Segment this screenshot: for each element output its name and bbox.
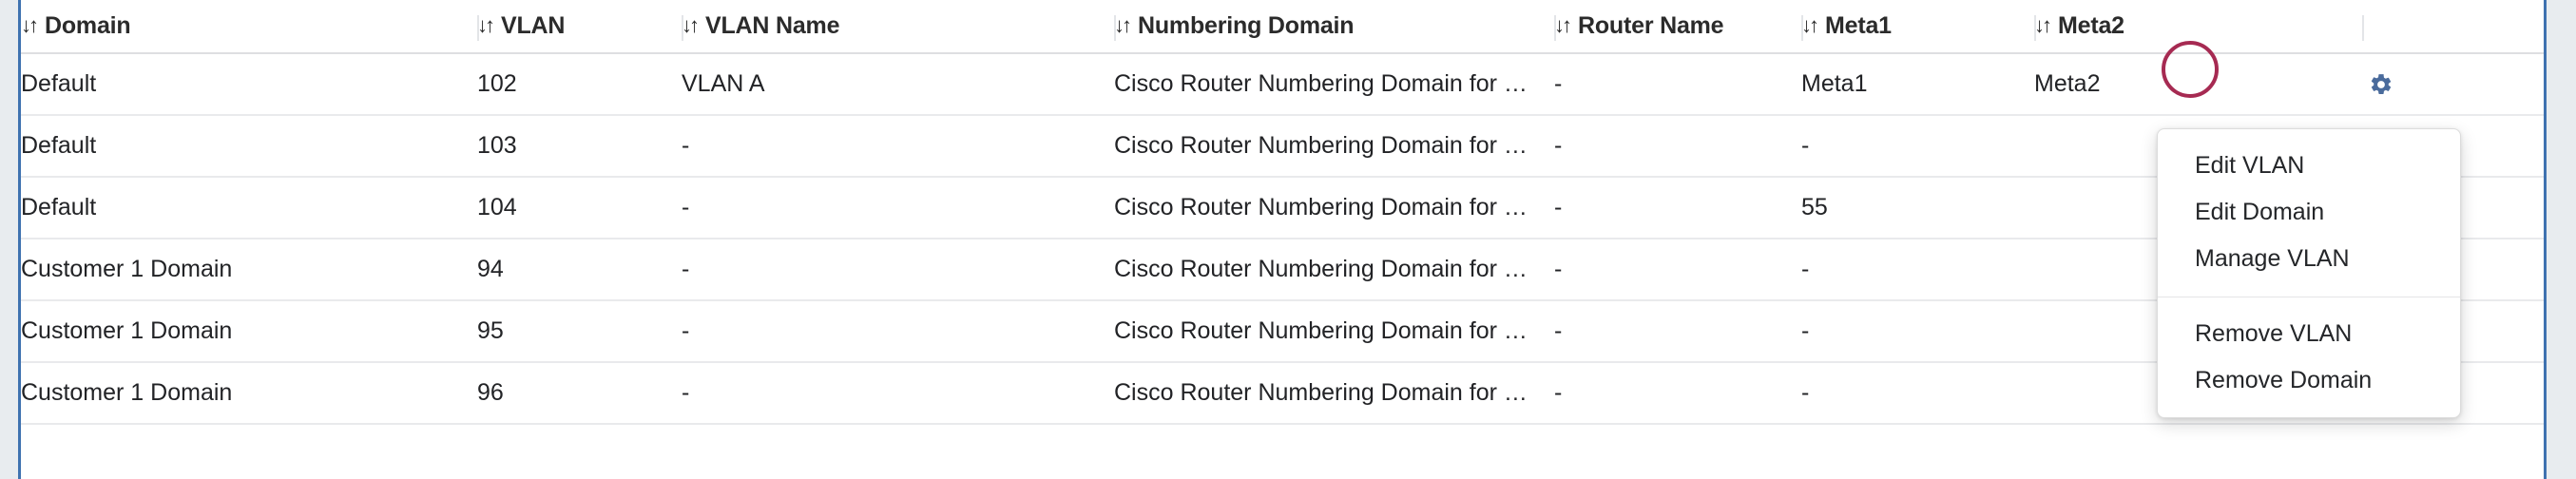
cell-vlan-name: -	[682, 300, 1114, 363]
sort-updown-icon[interactable]: ↓↑	[2034, 13, 2052, 37]
sort-updown-icon[interactable]: ↓↑	[1554, 13, 1572, 37]
cell-vlan: 94	[477, 239, 682, 301]
cell-meta2: Meta2	[2034, 53, 2362, 116]
column-header-label: Router Name	[1578, 12, 1724, 39]
menu-item-remove-vlan[interactable]: Remove VLAN	[2195, 320, 2353, 347]
cell-domain: Customer 1 Domain	[21, 362, 477, 425]
cell-meta1: 55	[1801, 177, 2034, 240]
cell-router-name: -	[1554, 239, 1801, 301]
cell-domain: Customer 1 Domain	[21, 239, 477, 301]
cell-domain: Customer 1 Domain	[21, 300, 477, 363]
cell-numbering-domain: Cisco Router Numbering Domain for …	[1114, 362, 1554, 425]
cell-vlan-name: -	[682, 362, 1114, 425]
cell-actions	[2362, 53, 2544, 116]
cell-vlan: 103	[477, 115, 682, 178]
menu-item-manage-vlan[interactable]: Manage VLAN	[2195, 245, 2350, 272]
column-header-vlan[interactable]: ↓↑VLAN	[477, 0, 682, 53]
cell-router-name: -	[1554, 115, 1801, 178]
menu-item-remove-domain[interactable]: Remove Domain	[2195, 367, 2373, 393]
cell-meta1: -	[1801, 300, 2034, 363]
cell-vlan-name: -	[682, 239, 1114, 301]
menu-item-edit-vlan[interactable]: Edit VLAN	[2195, 152, 2305, 179]
cell-vlan-name: -	[682, 115, 1114, 178]
cell-vlan: 104	[477, 177, 682, 240]
menu-item-edit-domain[interactable]: Edit Domain	[2195, 199, 2325, 225]
cell-vlan: 96	[477, 362, 682, 425]
column-header-domain[interactable]: ↓↑Domain	[21, 0, 477, 53]
column-header-meta2[interactable]: ↓↑Meta2	[2034, 0, 2362, 53]
cell-numbering-domain: Cisco Router Numbering Domain for …	[1114, 239, 1554, 301]
cell-meta1: Meta1	[1801, 53, 2034, 116]
column-header-label: VLAN	[501, 12, 566, 39]
cell-vlan-name: -	[682, 177, 1114, 240]
column-header-actions	[2362, 0, 2544, 53]
sort-updown-icon[interactable]: ↓↑	[477, 13, 495, 37]
cell-meta1: -	[1801, 115, 2034, 178]
cell-meta1: -	[1801, 362, 2034, 425]
cell-numbering-domain: Cisco Router Numbering Domain for …	[1114, 53, 1554, 116]
cell-domain: Default	[21, 177, 477, 240]
cell-vlan: 95	[477, 300, 682, 363]
table-header-row: ↓↑Domain ↓↑VLAN ↓↑VLAN Name ↓↑Numbering …	[21, 0, 2544, 53]
cell-router-name: -	[1554, 53, 1801, 116]
cell-vlan: 102	[477, 53, 682, 116]
cell-domain: Default	[21, 53, 477, 116]
column-header-label: Numbering Domain	[1138, 12, 1355, 39]
cell-domain: Default	[21, 115, 477, 178]
cell-vlan-name: VLAN A	[682, 53, 1114, 116]
sort-updown-icon[interactable]: ↓↑	[1801, 13, 1819, 37]
cell-numbering-domain: Cisco Router Numbering Domain for …	[1114, 300, 1554, 363]
column-header-meta1[interactable]: ↓↑Meta1	[1801, 0, 2034, 53]
cell-router-name: -	[1554, 362, 1801, 425]
sort-updown-icon[interactable]: ↓↑	[21, 13, 39, 37]
column-header-router-name[interactable]: ↓↑Router Name	[1554, 0, 1801, 53]
cell-numbering-domain: Cisco Router Numbering Domain for …	[1114, 115, 1554, 178]
sort-updown-icon[interactable]: ↓↑	[1114, 13, 1132, 37]
sort-updown-icon[interactable]: ↓↑	[682, 13, 700, 37]
cell-numbering-domain: Cisco Router Numbering Domain for …	[1114, 177, 1554, 240]
table-header: ↓↑Domain ↓↑VLAN ↓↑VLAN Name ↓↑Numbering …	[21, 0, 2544, 53]
column-header-numbering-domain[interactable]: ↓↑Numbering Domain	[1114, 0, 1554, 53]
cell-meta1: -	[1801, 239, 2034, 301]
column-header-label: Domain	[45, 12, 131, 39]
column-header-vlan-name[interactable]: ↓↑VLAN Name	[682, 0, 1114, 53]
cell-router-name: -	[1554, 177, 1801, 240]
vlan-table-panel: ↓↑Domain ↓↑VLAN ↓↑VLAN Name ↓↑Numbering …	[18, 0, 2547, 479]
column-header-label: Meta1	[1825, 12, 1892, 39]
cell-router-name: -	[1554, 300, 1801, 363]
column-header-label: VLAN Name	[705, 12, 840, 39]
column-header-label: Meta2	[2058, 12, 2124, 39]
gear-icon[interactable]	[2362, 66, 2400, 104]
